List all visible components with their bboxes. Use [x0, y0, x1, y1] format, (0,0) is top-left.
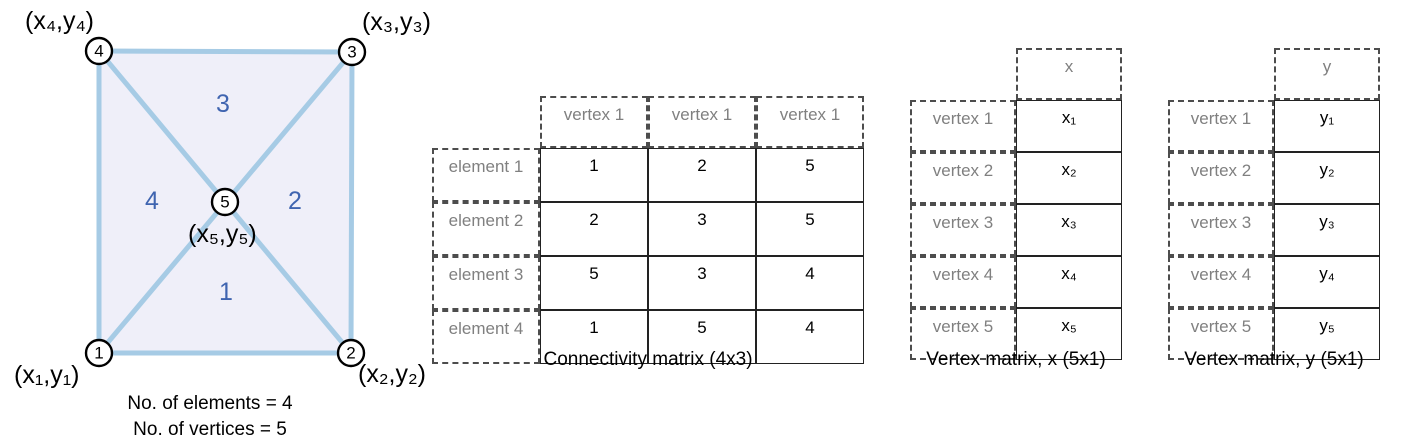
connectivity-row-label-3: element 3 [432, 256, 540, 310]
vertex-node-label-3: 3 [347, 43, 356, 62]
connectivity-matrix-grid: vertex 1 vertex 1 vertex 1 element 1 1 2… [432, 96, 864, 364]
mesh-caption-elements: No. of elements = 4 [127, 393, 293, 414]
vertex-node-label-5: 5 [220, 193, 229, 212]
connectivity-cell-r4c2: 5 [648, 310, 756, 364]
connectivity-cell-r1c1: 1 [540, 148, 648, 202]
vertex-y-row-label-5: vertex 5 [1168, 308, 1274, 360]
element-number-1: 1 [219, 278, 233, 306]
vertex-node-5 [210, 187, 240, 217]
edge-2-3 [348, 49, 355, 356]
vertex-coord-label-4: (x₄,y₄) [25, 7, 95, 35]
vertex-matrix-x-caption: Vertex matrix, x (5x1) [926, 349, 1106, 370]
matrix-corner-blank [432, 96, 540, 148]
vertex-x-cell-r2: x₂ [1016, 152, 1122, 204]
connectivity-cell-r1c3: 5 [756, 148, 864, 202]
vertex-x-col-header: x [1016, 48, 1122, 100]
mesh-diagram-panel: 1 2 3 4 5 (x₄,y₄) (x₃,y₃) (x₁,y₁) (x₂,y₂… [0, 0, 431, 444]
connectivity-cell-r3c1: 5 [540, 256, 648, 310]
connectivity-cell-r2c1: 2 [540, 202, 648, 256]
vertex-x-row-label-4: vertex 4 [910, 256, 1016, 308]
connectivity-row-label-4: element 4 [432, 310, 540, 364]
connectivity-row-label-2: element 2 [432, 202, 540, 256]
vertex-x-cell-r5: x₅ [1016, 308, 1122, 360]
connectivity-matrix-panel: vertex 1 vertex 1 vertex 1 element 1 1 2… [432, 96, 864, 376]
vertex-node-label-1: 1 [94, 344, 103, 363]
vertex-node-1 [84, 338, 114, 368]
connectivity-cell-r3c3: 4 [756, 256, 864, 310]
vertex-y-corner-blank [1168, 48, 1274, 100]
vertex-node-4 [84, 36, 114, 66]
vertex-y-cell-r3: y₃ [1274, 204, 1380, 256]
element-number-2: 2 [288, 187, 302, 215]
vertex-matrix-x-grid: x vertex 1 x₁ vertex 2 x₂ vertex 3 x₃ ve… [910, 48, 1122, 360]
vertex-node-label-2: 2 [346, 344, 355, 363]
mesh-graphic: 1 2 3 4 5 [84, 36, 367, 368]
connectivity-cell-r1c2: 2 [648, 148, 756, 202]
vertex-coord-label-1: (x₁,y₁) [14, 361, 80, 389]
element-number-4: 4 [145, 187, 159, 215]
vertex-x-cell-r4: x₄ [1016, 256, 1122, 308]
vertex-matrix-y-grid: y vertex 1 y₁ vertex 2 y₂ vertex 3 y₃ ve… [1168, 48, 1380, 360]
element-number-3: 3 [216, 90, 230, 118]
connectivity-col-header-2: vertex 1 [648, 96, 756, 148]
vertex-node-2 [336, 338, 366, 368]
connectivity-cell-r2c3: 5 [756, 202, 864, 256]
vertex-y-row-label-2: vertex 2 [1168, 152, 1274, 204]
connectivity-col-header-1: vertex 1 [540, 96, 648, 148]
vertex-coord-label-5: (x₅,y₅) [188, 220, 257, 248]
vertex-y-cell-r4: y₄ [1274, 256, 1380, 308]
vertex-y-cell-r2: y₂ [1274, 152, 1380, 204]
vertex-x-row-label-3: vertex 3 [910, 204, 1016, 256]
vertex-x-cell-r3: x₃ [1016, 204, 1122, 256]
vertex-y-row-label-3: vertex 3 [1168, 204, 1274, 256]
vertex-node-3 [337, 37, 367, 67]
vertex-y-row-label-1: vertex 1 [1168, 100, 1274, 152]
vertex-x-corner-blank [910, 48, 1016, 100]
vertex-coord-label-3: (x₃,y₃) [362, 8, 431, 36]
connectivity-row-label-1: element 1 [432, 148, 540, 202]
vertex-y-cell-r5: y₅ [1274, 308, 1380, 360]
vertex-matrix-x-panel: x vertex 1 x₁ vertex 2 x₂ vertex 3 x₃ ve… [910, 48, 1122, 378]
mesh-vertex-group: 1 2 3 4 5 [84, 36, 367, 368]
connectivity-cell-r2c2: 3 [648, 202, 756, 256]
vertex-matrix-y-caption: Vertex matrix, y (5x1) [1184, 349, 1364, 370]
mesh-caption-vertices: No. of vertices = 5 [133, 419, 287, 440]
vertex-x-row-label-2: vertex 2 [910, 152, 1016, 204]
vertex-x-row-label-1: vertex 1 [910, 100, 1016, 152]
connectivity-cell-r4c3: 4 [756, 310, 864, 364]
connectivity-cell-r4c1: 1 [540, 310, 648, 364]
connectivity-cell-r3c2: 3 [648, 256, 756, 310]
vertex-x-row-label-5: vertex 5 [910, 308, 1016, 360]
vertex-node-label-4: 4 [94, 42, 103, 61]
connectivity-col-header-3: vertex 1 [756, 96, 864, 148]
vertex-matrix-y-panel: y vertex 1 y₁ vertex 2 y₂ vertex 3 y₃ ve… [1168, 48, 1380, 378]
edge-3-4 [96, 48, 355, 55]
vertex-y-col-header: y [1274, 48, 1380, 100]
vertex-x-cell-r1: x₁ [1016, 100, 1122, 152]
vertex-y-cell-r1: y₁ [1274, 100, 1380, 152]
connectivity-matrix-caption: Connectivity matrix (4x3) [543, 349, 753, 370]
vertex-y-row-label-4: vertex 4 [1168, 256, 1274, 308]
vertex-coord-label-2: (x₂,y₂) [358, 360, 427, 388]
